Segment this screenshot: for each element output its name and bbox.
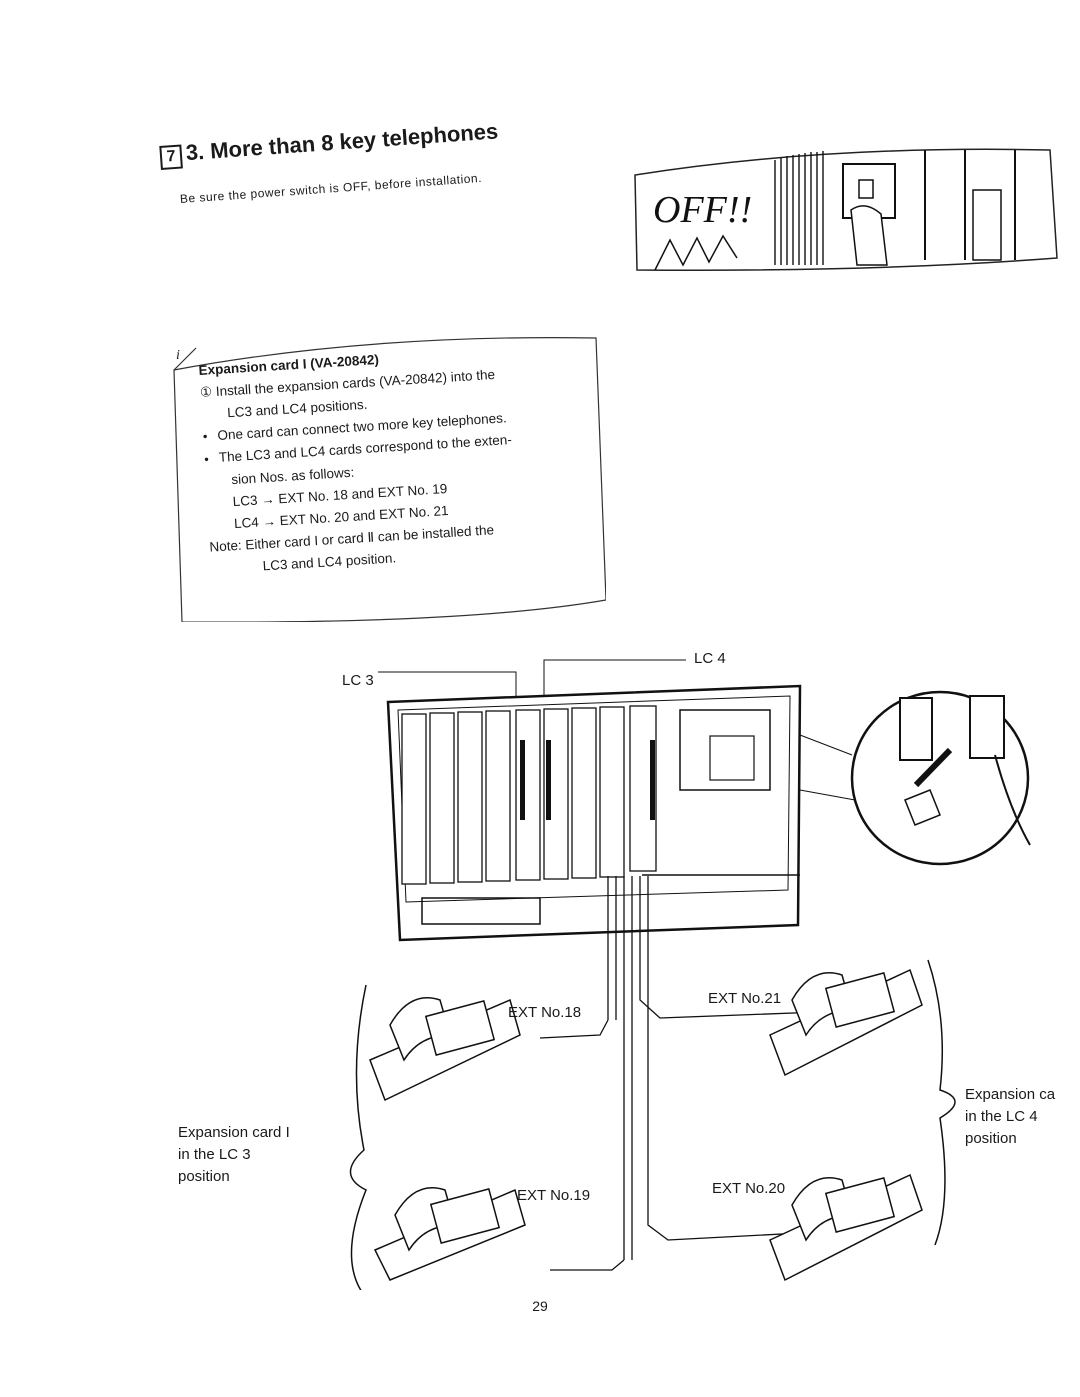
phone-ext21-icon [769,968,923,1077]
ext21-label: EXT No.21 [708,990,782,1007]
lc3-label: LC 3 [342,672,374,689]
lc3-group-caption: Expansion card I in the LC 3 position [178,1122,290,1188]
phone-ext20-icon [769,1173,923,1282]
info-i-icon: i [176,348,180,363]
off-caption: OFF!! [653,189,752,231]
modular-jack-zoom [799,690,1031,866]
page-number: 29 [532,1298,548,1314]
lc4-group-line-2: in the LC 4 [965,1108,1038,1125]
lc3-group-line-2: in the LC 3 [178,1146,251,1163]
power-off-illustration: OFF!! [634,148,1058,271]
power-switch-hand-icon [774,150,1016,266]
lc4-group-caption: Expansion ca in the LC 4 position [965,1084,1055,1150]
ext19-label: EXT No.19 [517,1187,591,1204]
phone-ext18-icon [369,997,521,1102]
power-warning-text: Be sure the power switch is OFF, before … [179,170,483,206]
lc3-group-line-3: position [178,1168,230,1185]
lc4-label: LC 4 [694,650,726,667]
section-title-text: 3. More than 8 key telephones [184,118,499,166]
phone-ext19-icon [373,1187,526,1281]
note-content: Expansion card I (VA-20842) ① Install th… [198,336,611,581]
lc4-group-line-3: position [965,1130,1017,1147]
ext18-label: EXT No.18 [508,1004,582,1021]
section-number: 7 [159,144,183,170]
lc3-group-line-1: Expansion card I [178,1124,290,1141]
ext20-label: EXT No.20 [712,1180,786,1197]
note-box-frame [173,337,606,622]
wiring-diagram [349,659,1031,1290]
lc4-group-line-1: Expansion ca [965,1086,1056,1103]
main-cabinet [386,684,802,942]
